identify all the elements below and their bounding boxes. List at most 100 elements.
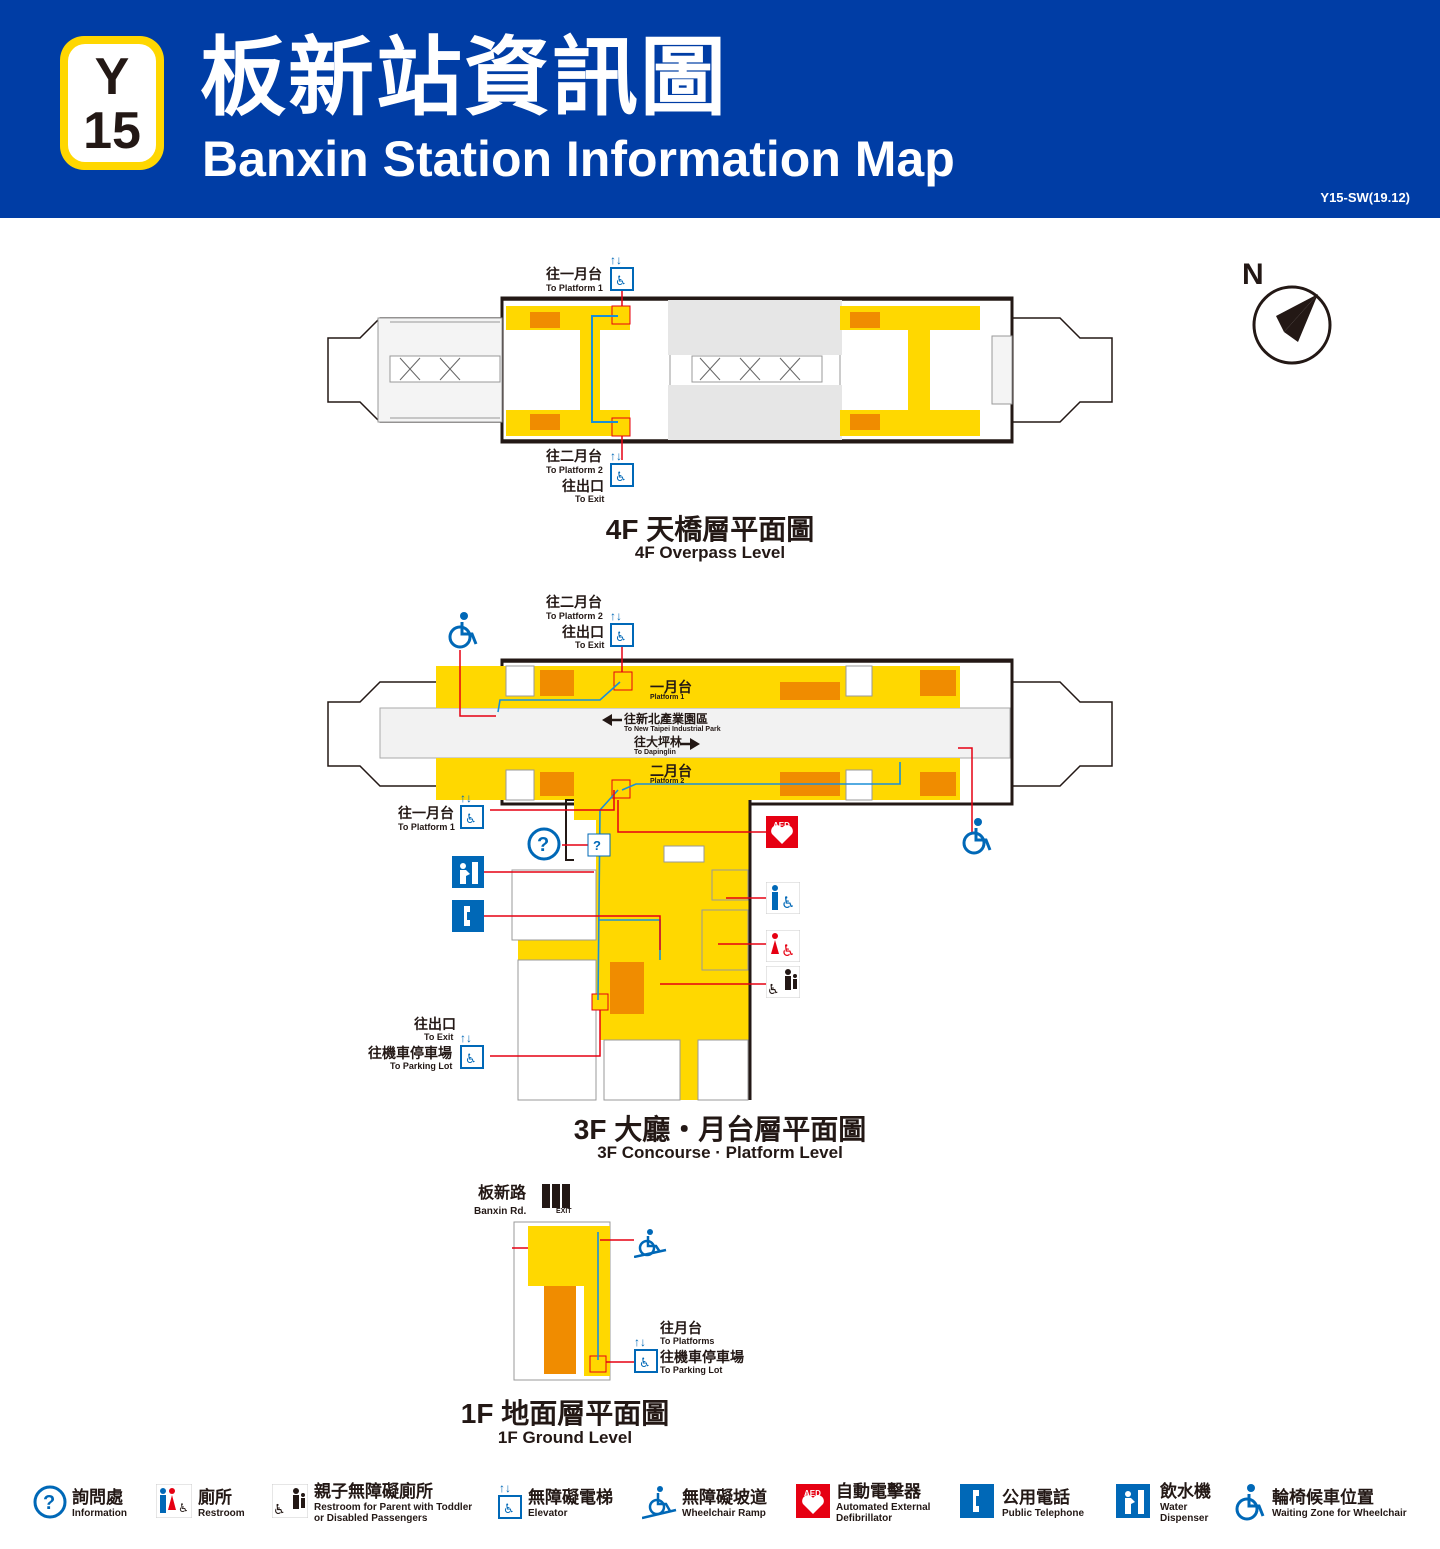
svg-text:♿: ♿: [615, 469, 627, 484]
svg-text:♿: ♿: [639, 1355, 651, 1370]
svg-text:↑↓: ↑↓: [610, 253, 622, 267]
f3-bottom-elevator-en1: To Exit: [424, 1032, 454, 1042]
f4-bottom-elevator-zh1: 往二月台: [546, 448, 602, 464]
legend-item-aed: AED 自動電擊器 Automated External Defibrillat…: [796, 1480, 946, 1530]
legend-label-zh: 無障礙坡道: [682, 1488, 767, 1507]
legend-label-zh: 廁所: [198, 1488, 232, 1507]
floor-3f-map: ?: [327, 646, 1113, 1101]
legend-label-zh: 飲水機: [1160, 1482, 1211, 1501]
elevator-icon: ↑↓ ♿: [498, 1481, 522, 1519]
wheelchair-ramp-icon: [642, 1486, 677, 1520]
legend-item-telephone: 公用電話 Public Telephone: [960, 1480, 1100, 1530]
header-bar: Y 15 板新站資訊圖 Banxin Station Information M…: [0, 0, 1440, 218]
page-title-zh: 板新站資訊圖: [200, 30, 728, 126]
f3-bottom-elevator-zh1: 往出口: [414, 1016, 456, 1032]
svg-text:↑↓: ↑↓: [610, 609, 622, 623]
legend-label-en: Automated External Defibrillator: [836, 1502, 931, 1524]
f3-bottom-elevator-en2: To Parking Lot: [390, 1061, 453, 1071]
svg-text:♿: ♿: [615, 629, 627, 644]
f4-bottom-elevator-zh2: 往出口: [562, 478, 604, 494]
svg-text:♿: ♿: [615, 273, 627, 288]
svg-text:♿: ♿: [781, 943, 795, 960]
f3-title-en: 3F Concourse · Platform Level: [597, 1143, 843, 1162]
line-badge-letter: Y: [94, 48, 130, 106]
legend-item-information: ? 詢問處 Information: [32, 1480, 152, 1530]
f1-elevator-zh1: 往月台: [660, 1320, 702, 1336]
f3-top-elevator-en1: To Platform 2: [546, 611, 603, 621]
legend-label-en: Public Telephone: [1002, 1508, 1085, 1519]
f3-title-zh: 3F 大廳・月台層平面圖: [573, 1114, 867, 1145]
svg-text:♿: ♿: [465, 1051, 477, 1066]
legend-item-wheelchair-waiting: 輪椅候車位置 Waiting Zone for Wheelchair: [1232, 1480, 1432, 1530]
f3-direction-west-en: To New Taipei Industrial Park: [624, 726, 721, 733]
wheelchair-waiting-icon: [1235, 1484, 1265, 1521]
legend-label-en: Wheelchair Ramp: [682, 1508, 766, 1519]
f3-direction-east-en: To Dapinglin: [634, 749, 676, 756]
svg-text:♿: ♿: [273, 1501, 286, 1517]
svg-text:?: ?: [537, 834, 549, 856]
legend-label-en: Restroom: [198, 1508, 245, 1519]
legend-label-zh: 輪椅候車位置: [1272, 1488, 1374, 1507]
telephone-icon: [452, 900, 484, 932]
page-title-en: Banxin Station Information Map: [202, 131, 955, 187]
f3-left-elevator-icon: ↑↓ ♿: [460, 791, 484, 829]
f1-elevator-zh2: 往機車停車場: [660, 1349, 744, 1365]
svg-text:♿: ♿: [781, 895, 795, 912]
telephone-icon: [960, 1484, 994, 1518]
legend-label-zh: 親子無障礙廁所: [314, 1482, 433, 1501]
compass-icon: [1252, 285, 1332, 365]
restroom-icon: ♿: [766, 930, 800, 962]
wheelchair-ramp-icon: [634, 1229, 667, 1258]
f3-platform2-zh: 二月台: [650, 763, 692, 779]
f3-top-elevator-en2: To Exit: [575, 640, 605, 650]
f3-bottom-elevator-zh2: 往機車停車場: [368, 1045, 452, 1061]
f1-exit-tag: EXIT: [556, 1208, 572, 1215]
legend-item-family-restroom: ♿ 親子無障礙廁所 Restroom for Parent with Toddl…: [272, 1480, 492, 1530]
water-dispenser-icon: [452, 856, 484, 888]
svg-text:♿: ♿: [178, 1501, 189, 1515]
f1-exit-en: Banxin Rd.: [474, 1206, 527, 1217]
f3-platform1-en: Platform 1: [650, 694, 685, 701]
legend-item-elevator: ↑↓ ♿ 無障礙電梯 Elevator: [498, 1480, 628, 1530]
restroom-icon: ♿: [156, 1484, 192, 1518]
f3-top-elevator-zh2: 往出口: [562, 624, 604, 640]
svg-text:↑↓: ↑↓: [499, 1481, 511, 1495]
legend-label-en: Restroom for Parent with Toddler or Disa…: [314, 1502, 473, 1524]
svg-text:↑↓: ↑↓: [610, 449, 622, 463]
f3-top-elevator-icon: ↑↓ ♿: [610, 609, 634, 647]
f1-exit-zh: 板新路: [478, 1185, 527, 1202]
line-badge-number: 15: [83, 102, 141, 160]
svg-text:?: ?: [593, 838, 601, 853]
floor-1f-map: [512, 1221, 634, 1381]
f3-platform2-en: Platform 2: [650, 778, 685, 785]
family-restroom-icon: ♿: [272, 1484, 308, 1518]
f1-title-zh: 1F 地面層平面圖: [460, 1398, 670, 1429]
wheelchair-waiting-icon: [448, 612, 478, 649]
legend-label-en: Information: [72, 1508, 127, 1519]
legend-item-restroom: ♿ 廁所 Restroom: [156, 1480, 266, 1530]
aed-icon: AED: [796, 1484, 830, 1518]
svg-text:AED: AED: [773, 821, 790, 830]
legend-label-zh: 無障礙電梯: [528, 1488, 613, 1507]
line-badge: Y 15: [60, 36, 164, 170]
legend-label-zh: 自動電擊器: [836, 1482, 921, 1501]
f3-bottom-elevator-icon: ↑↓ ♿: [460, 1031, 484, 1069]
f1-title-en: 1F Ground Level: [497, 1428, 633, 1447]
f4-top-elevator-icon: ↑↓ ♿: [610, 253, 634, 291]
f4-bottom-elevator-en1: To Platform 2: [546, 465, 603, 475]
legend-label-en: Waiting Zone for Wheelchair: [1272, 1508, 1407, 1519]
aed-icon: AED: [766, 816, 798, 848]
svg-text:AED: AED: [804, 1489, 821, 1498]
legend-label-zh: 公用電話: [1002, 1488, 1070, 1507]
f3-left-elevator-en: To Platform 1: [398, 822, 455, 832]
f3-direction-east-zh: 往大坪林: [634, 735, 683, 749]
f1-elevator-en2: To Parking Lot: [660, 1365, 723, 1375]
compass: N: [1240, 258, 1340, 368]
f4-bottom-elevator-en2: To Exit: [575, 494, 605, 504]
f3-direction-west-zh: 往新北產業園區: [624, 712, 709, 726]
svg-text:↑↓: ↑↓: [460, 791, 472, 805]
svg-text:♿: ♿: [465, 811, 477, 826]
legend-label-en: Water Dispenser: [1160, 1502, 1209, 1524]
legend-label-en: Elevator: [528, 1508, 568, 1519]
restroom-icon: ♿: [766, 882, 800, 914]
